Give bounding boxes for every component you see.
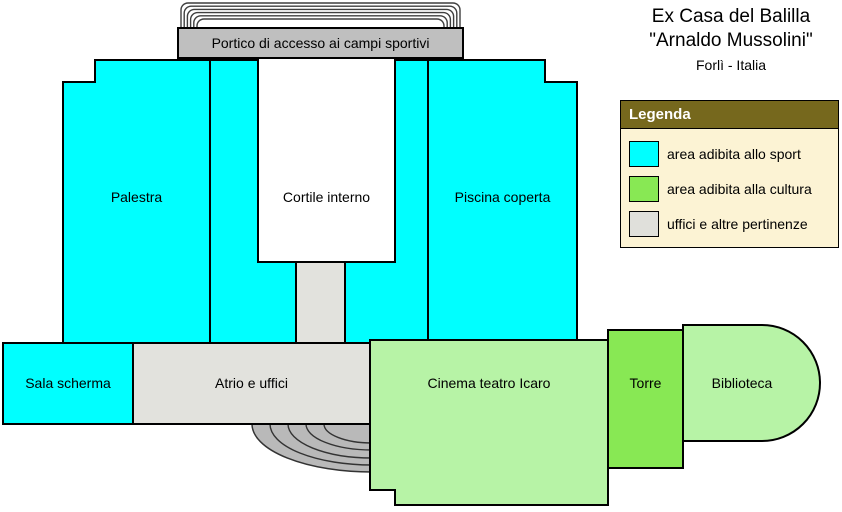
cortile-interno-area (257, 57, 396, 263)
portico-label: Portico di accesso ai campi sportivi (212, 35, 430, 51)
legend-label-sport: area adibita allo sport (667, 146, 801, 162)
title-line-3: Forlì - Italia (695, 57, 766, 73)
fan-line (269, 423, 373, 466)
title-line-2: "Arnaldo Mussolini" (649, 30, 813, 51)
legend-swatch-culture (629, 176, 659, 202)
legend-swatch-offices (629, 211, 659, 237)
legend-label-culture: area adibita alla cultura (667, 181, 812, 197)
torre-label: Torre (630, 375, 662, 391)
piscina-label: Piscina coperta (455, 189, 551, 205)
legend-header: Legenda (621, 101, 838, 129)
legend: Legenda area adibita allo sport area adi… (620, 100, 839, 248)
biblioteca-label: Biblioteca (712, 375, 773, 391)
atrio-label: Atrio e uffici (215, 375, 288, 391)
fan-line (323, 423, 373, 444)
title-line-1: Ex Casa del Balilla (651, 6, 811, 27)
legend-item-offices: uffici e altre pertinenze (629, 211, 830, 237)
legend-body: area adibita allo sport area adibita all… (621, 129, 838, 247)
sala-scherma-area (2, 342, 134, 425)
atrio-area (132, 342, 371, 425)
fan-line (287, 423, 373, 459)
sala-scherma-label: Sala scherma (25, 375, 111, 391)
cinema-label: Cinema teatro Icaro (428, 375, 551, 391)
legend-item-culture: area adibita alla cultura (629, 176, 830, 202)
title-block: Ex Casa del Balilla "Arnaldo Mussolini" … (620, 5, 842, 75)
staircase-fan (251, 423, 373, 473)
legend-swatch-sport (629, 141, 659, 167)
cinema-area (369, 339, 609, 506)
portico-area (177, 27, 464, 59)
torre-area (607, 329, 684, 469)
corridor-area (295, 261, 346, 345)
legend-label-offices: uffici e altre pertinenze (667, 216, 808, 232)
biblioteca-area (682, 324, 822, 442)
palestra-label: Palestra (111, 189, 163, 205)
cortile-label: Cortile interno (283, 189, 370, 205)
fan-line (305, 423, 373, 451)
legend-item-sport: area adibita allo sport (629, 141, 830, 167)
